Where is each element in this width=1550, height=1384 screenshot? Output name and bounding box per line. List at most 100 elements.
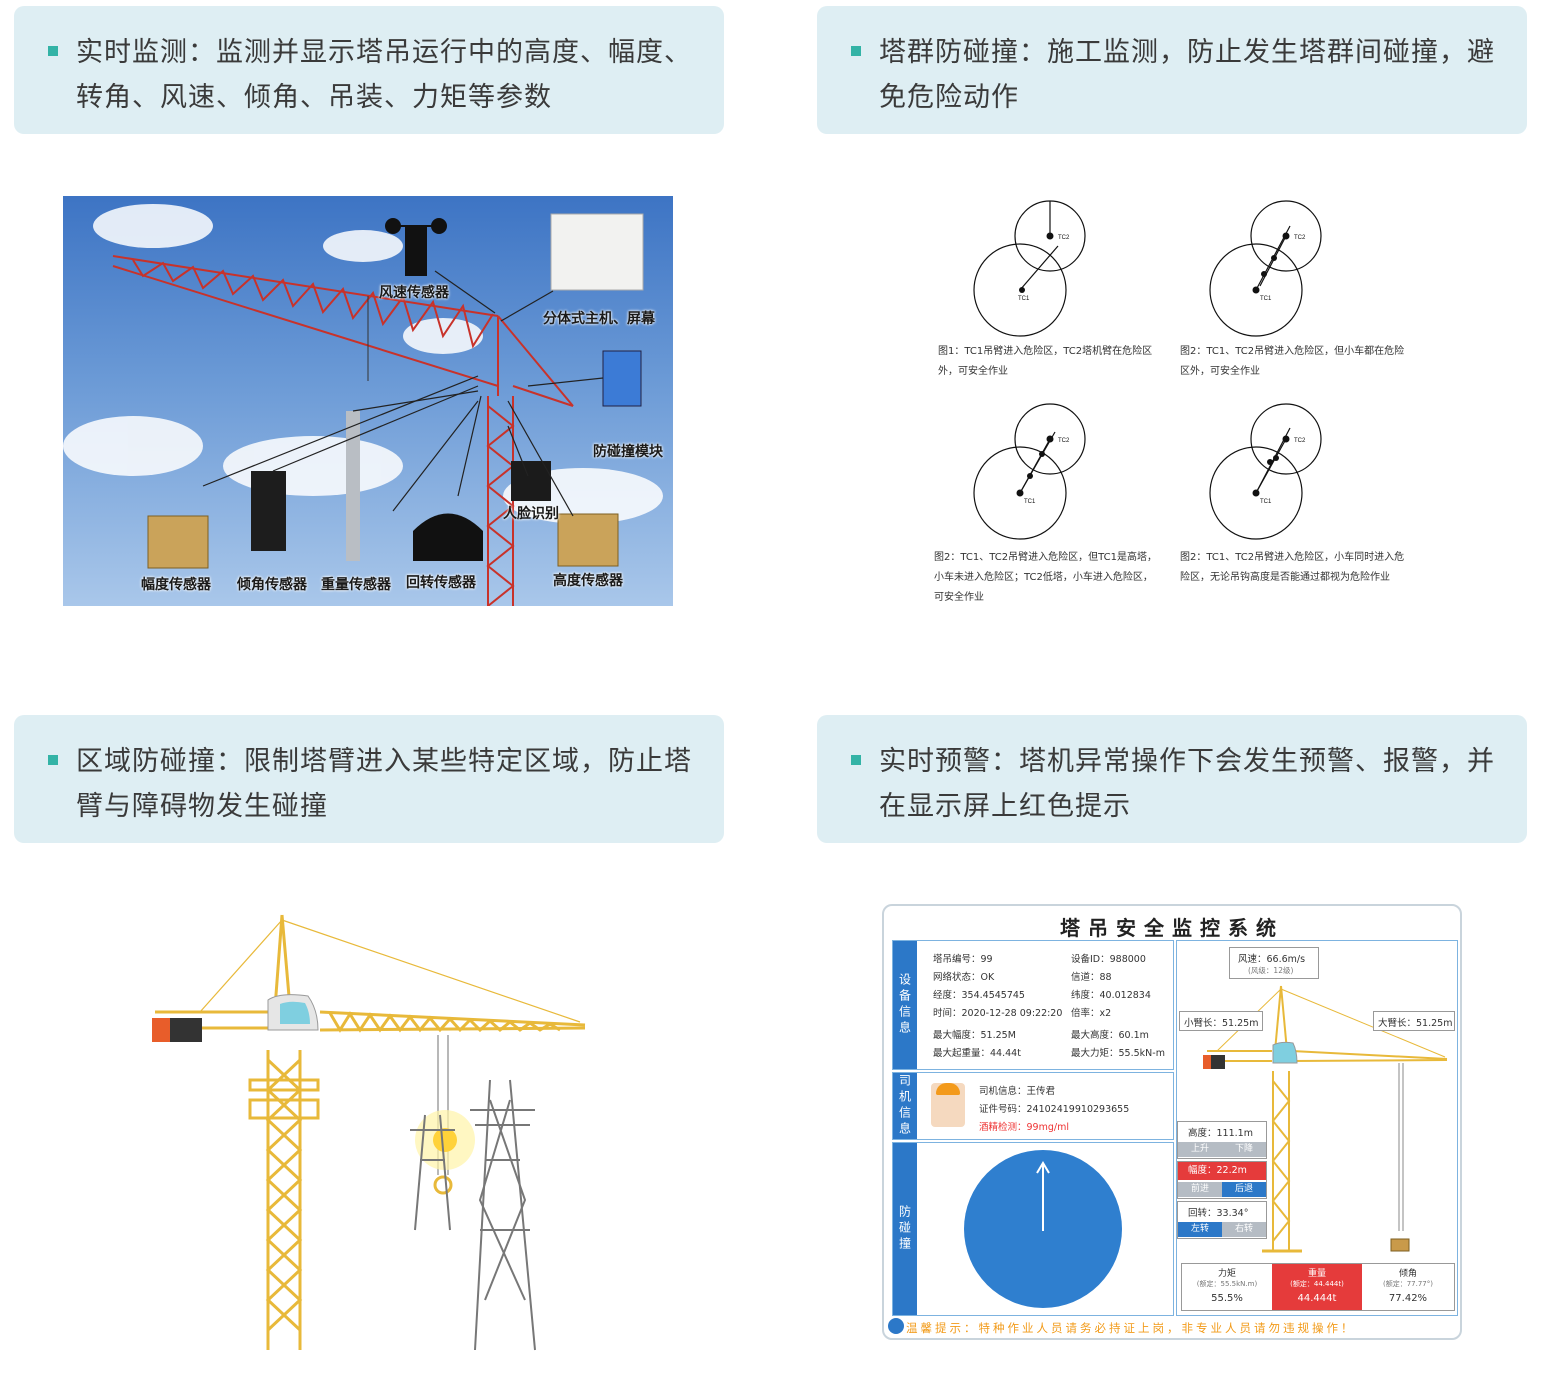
wind-speed: 风速：66.6m/s <box>1238 954 1306 965</box>
label-amplitude-sensor: 幅度传感器 <box>141 577 211 593</box>
wind-sensor-icon <box>385 218 447 276</box>
latitude: 纬度：40.012834 <box>1071 990 1151 1001</box>
moment-name: 力矩 <box>1217 1269 1236 1279</box>
ratio: 倍率：x2 <box>1071 1008 1112 1019</box>
channel: 信道：88 <box>1071 972 1112 983</box>
driver-cert: 证件号码：24102419910293655 <box>979 1104 1130 1115</box>
label-tilt-sensor: 倾角传感器 <box>237 577 307 593</box>
amplitude-control: 幅度：22.2m 前进 后退 <box>1177 1161 1267 1199</box>
moment-value: 55.5% <box>1211 1293 1243 1304</box>
wind-box: 风速：66.6m/s (风级：12级) <box>1229 947 1319 979</box>
backward-button[interactable]: 后退 <box>1222 1182 1266 1197</box>
diagram-2-caption: 图2：TC1、TC2吊臂进入危险区，但小车都在危险区外，可安全作业 <box>1180 346 1405 377</box>
host-screen-icon <box>550 213 644 291</box>
moment-stat: 力矩 (额定：55.5kN.m) 55.5% <box>1182 1264 1272 1310</box>
hook-icon <box>433 1175 453 1195</box>
warm-tip: 温馨提示：特种作业人员请务必持证上岗，非专业人员请勿违规操作！ <box>906 1321 1356 1335</box>
diagram-1-tc2: TC2 <box>1058 235 1070 241</box>
anti-collision-diagrams: TC2 TC1 TC2 TC1 TC2 TC1 TC2 TC1 图1：TC1吊臂… <box>930 196 1450 616</box>
tilt-value: 77.42% <box>1388 1293 1428 1304</box>
diagram-3-tc1: TC1 <box>1024 499 1036 505</box>
max-moment: 最大力矩：55.5kN-m <box>1071 1048 1165 1059</box>
amplitude-value: 幅度：22.2m <box>1178 1162 1266 1180</box>
diagram-4-caption: 图2：TC1、TC2吊臂进入危险区，小车同时进入危险区，无论吊钩高度是否能通过都… <box>1180 552 1405 583</box>
forward-button[interactable]: 前进 <box>1178 1182 1222 1197</box>
feature-text: 区域防碰撞：限制塔臂进入某些特定区域，防止塔臂与障碍物发生碰撞 <box>76 746 692 822</box>
tilt-name: 倾角 <box>1398 1269 1417 1279</box>
alcohol-test: 酒精检测：99mg/ml <box>979 1122 1069 1133</box>
sensor-photo: 风速传感器 分体式主机、屏幕 防碰撞模块 人脸识别 幅度传感器 倾角传感器 重量… <box>63 196 673 606</box>
label-face-recognition: 人脸识别 <box>503 506 559 522</box>
lift-up-button[interactable]: 上升 <box>1178 1142 1222 1157</box>
amplitude-sensor-icon <box>147 515 209 569</box>
longitude: 经度：354.4545745 <box>933 990 1025 1001</box>
label-host-screen: 分体式主机、屏幕 <box>543 311 655 327</box>
height-control: 高度：111.1m 上升 下降 <box>1177 1121 1267 1159</box>
lift-down-button[interactable]: 下降 <box>1222 1142 1266 1157</box>
max-amplitude: 最大幅度：51.25M <box>933 1030 1016 1041</box>
weight-sensor-icon <box>346 411 360 561</box>
label-anti-collision-module: 防碰撞模块 <box>593 444 663 460</box>
bullet-icon <box>48 46 58 56</box>
feature-group-anticollision: 塔群防碰撞：施工监测，防止发生塔群间碰撞，避免危险动作 <box>817 6 1527 134</box>
weight-name: 重量 <box>1307 1269 1326 1279</box>
device-id: 设备ID：988000 <box>1071 954 1146 965</box>
anti-collision-tab: 防碰撞 <box>893 1143 917 1315</box>
device-info-tab: 设备信息 <box>893 941 917 1069</box>
feature-realtime-monitoring: 实时监测：监测并显示塔吊运行中的高度、幅度、转角、风速、倾角、吊装、力矩等参数 <box>14 6 724 134</box>
max-load: 最大起重量：44.44t <box>933 1048 1021 1059</box>
bullet-icon <box>48 755 58 765</box>
label-weight-sensor: 重量传感器 <box>321 577 391 593</box>
moment-rated: (额定：55.5kN.m) <box>1196 1280 1258 1288</box>
feature-text: 塔群防碰撞：施工监测，防止发生塔群间碰撞，避免危险动作 <box>879 37 1495 113</box>
driver-info-panel: 司机信息 司机信息：王传君 证件号码：24102419910293655 酒精检… <box>892 1072 1174 1140</box>
bullet-icon <box>851 46 861 56</box>
feature-realtime-warning: 实时预警：塔机异常操作下会发生预警、报警，并在显示屏上红色提示 <box>817 715 1527 843</box>
power-tower-icon <box>410 1079 536 1351</box>
rotate-left-button[interactable]: 左转 <box>1178 1222 1222 1237</box>
bullet-icon <box>851 755 861 765</box>
driver-avatar <box>931 1083 965 1127</box>
height-sensor-icon <box>557 513 619 567</box>
crane-powerline-svg <box>152 914 586 1351</box>
big-arm-box: 大臂长：51.25m <box>1373 1011 1455 1031</box>
label-wind-sensor: 风速传感器 <box>379 285 449 301</box>
diagram-4-tc2: TC2 <box>1294 438 1306 444</box>
diagram-3-tc2: TC2 <box>1058 438 1070 444</box>
monitor-cab-icon <box>1272 1041 1298 1064</box>
arrow-up-icon <box>1036 1161 1050 1174</box>
anti-collision-panel: 防碰撞 <box>892 1142 1174 1316</box>
crane-number: 塔吊编号：99 <box>933 954 993 965</box>
rotation-control: 回转：33.34° 左转 右转 <box>1177 1201 1267 1239</box>
driver-info-tab: 司机信息 <box>893 1073 917 1139</box>
face-recognition-icon <box>511 461 551 501</box>
driver-name: 司机信息：王传君 <box>979 1086 1056 1097</box>
wind-level: (风级：12级) <box>1248 966 1294 975</box>
feature-text: 实时预警：塔机异常操作下会发生预警、报警，并在显示屏上红色提示 <box>879 746 1495 822</box>
small-arm-length: 小臂长：51.25m <box>1184 1018 1259 1029</box>
logo-icon <box>888 1318 904 1334</box>
height-value: 高度：111.1m <box>1188 1128 1253 1139</box>
label-height-sensor: 高度传感器 <box>553 573 623 589</box>
rotate-right-button[interactable]: 右转 <box>1222 1222 1266 1237</box>
crane-monitor-screen: 塔吊安全监控系统 设备信息 塔吊编号：99 设备ID：988000 网络状态：O… <box>882 904 1462 1340</box>
cab-window-icon <box>280 1001 310 1024</box>
weight-value: 44.444t <box>1297 1293 1337 1304</box>
monitor-title: 塔吊安全监控系统 <box>1060 916 1284 940</box>
diagram-2-tc1: TC1 <box>1260 296 1272 302</box>
diagram-3-caption: 图2：TC1、TC2吊臂进入危险区，但TC1是高塔，小车未进入危险区；TC2低塔… <box>934 552 1157 603</box>
diagram-1-caption: 图1：TC1吊臂进入危险区，TC2塔机臂在危险区外，可安全作业 <box>938 346 1153 377</box>
load-icon <box>1390 1238 1410 1252</box>
feature-text: 实时监测：监测并显示塔吊运行中的高度、幅度、转角、风速、倾角、吊装、力矩等参数 <box>76 37 692 113</box>
collision-diagrams-svg: TC2 TC1 TC2 TC1 TC2 TC1 TC2 TC1 <box>973 200 1322 540</box>
crane-sensor-illustration <box>63 204 663 606</box>
device-info-panel: 设备信息 塔吊编号：99 设备ID：988000 网络状态：OK 信道：88 经… <box>892 940 1174 1070</box>
rotation-value: 回转：33.34° <box>1188 1208 1249 1219</box>
network-status: 网络状态：OK <box>933 972 995 983</box>
rotation-sensor-icon <box>413 513 483 561</box>
crane-status-panel: 风速：66.6m/s (风级：12级) 小臂长：51.25m 大臂长：51.25… <box>1176 940 1458 1316</box>
crane-status-svg <box>1203 985 1448 1253</box>
diagram-2-tc2: TC2 <box>1294 235 1306 241</box>
stats-bar: 力矩 (额定：55.5kN.m) 55.5% 重量 (额定：44.444t) 4… <box>1181 1263 1455 1311</box>
label-rotation-sensor: 回转传感器 <box>406 575 476 591</box>
